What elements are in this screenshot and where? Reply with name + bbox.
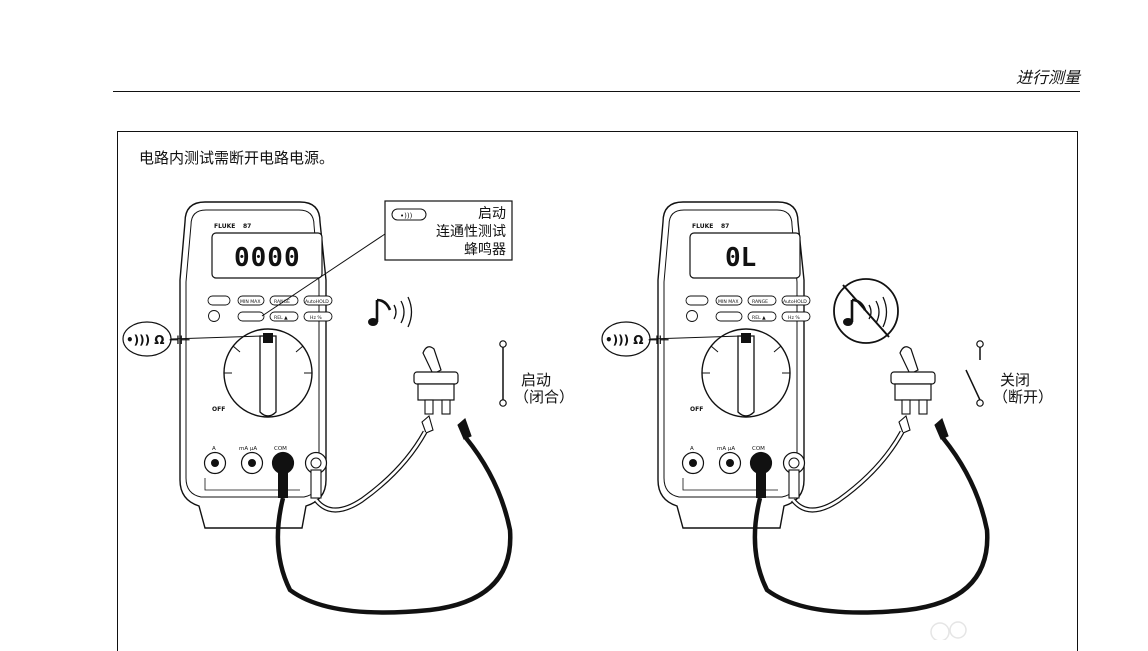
left-btn-range: RANGE [274,299,290,305]
right-switch-symbol [965,340,984,407]
callout-line-1: 启动 [478,206,506,222]
figure-frame [117,131,1078,651]
left-switch-symbol [499,340,507,407]
left-function-indicator: •))) Ω ⊣⊢ [122,321,264,357]
section-title: 进行测量 [1015,68,1080,87]
callout-line-3: 蜂鸣器 [464,241,506,258]
right-btn-range: RANGE [752,299,768,305]
right-function-indicator: •))) Ω ⊣⊢ [601,321,742,357]
left-jack-ma: mA µA [239,446,257,452]
left-meter-brand: FLUKE [214,223,235,230]
right-btn-minmax: MIN MAX [718,299,738,305]
right-jack-a: A [690,446,694,452]
left-multimeter: FLUKE 87 0000 MIN MAX RANGE AutoHOLD REL… [179,201,333,529]
left-btn-minmax: MIN MAX [240,299,260,305]
left-meter-off: OFF [212,406,225,413]
left-meter-model: 87 [243,223,251,230]
right-switch-state-line-1: 关闭 [1000,371,1030,389]
right-switch-state-line-2: （断开） [993,388,1053,406]
left-jack-a: A [212,446,216,452]
right-btn-rel: REL ▲ [752,315,766,321]
right-meter-model: 87 [721,223,729,230]
watermark-icon [930,621,967,640]
right-btn-autohold: AutoHOLD [783,299,807,305]
right-meter-display: 0L [725,243,756,273]
right-meter-off: OFF [690,406,703,413]
figure-caption: 电路内测试需断开电路电源。 [139,149,335,167]
right-multimeter: FLUKE 87 0L MIN MAX RANGE AutoHOLD REL ▲… [657,201,811,529]
beeper-button-icon: •))) [400,212,413,220]
beeper-callout: •))) 启动 连通性测试 蜂鸣器 [261,200,513,317]
left-btn-rel: REL ▲ [274,315,288,321]
left-meter-display: 0000 [234,243,301,273]
callout-line-2: 连通性测试 [436,224,506,240]
left-switch-state-line-2: （闭合） [514,388,574,406]
left-btn-hz: Hz % [310,315,322,321]
right-meter-brand: FLUKE [692,223,713,230]
beeper-muted-icon [833,278,899,344]
beeper-sound-icon [368,296,413,328]
header-rule [113,91,1080,92]
left-function-label: •))) Ω ⊣⊢ [126,333,191,347]
left-jack-com: COM [274,446,287,452]
right-jack-com: COM [752,446,765,452]
right-function-label: •))) Ω ⊣⊢ [605,333,670,347]
right-jack-ma: mA µA [717,446,735,452]
left-btn-autohold: AutoHOLD [305,299,329,305]
right-btn-hz: Hz % [788,315,800,321]
left-switch-state-line-1: 启动 [521,371,551,389]
